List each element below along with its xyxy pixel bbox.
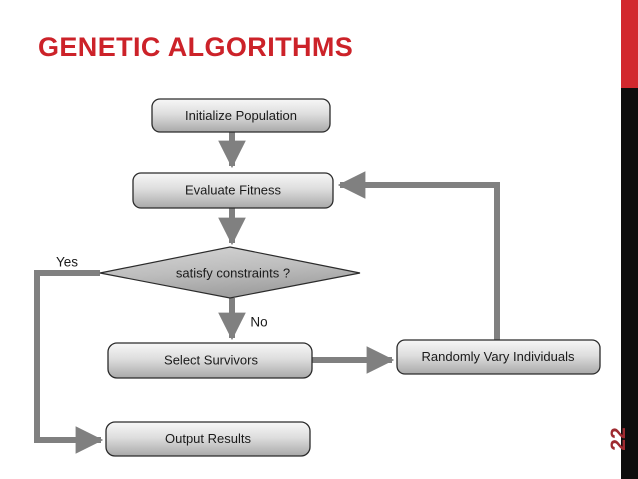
node-randomly-vary-individuals[interactable]: Randomly Vary Individuals (396, 339, 601, 375)
right-edge-black-bar (621, 88, 638, 479)
evaluate-fitness-label: Evaluate Fitness (185, 182, 282, 197)
output-results-box[interactable] (105, 421, 311, 457)
right-edge-red-bar (621, 0, 638, 88)
branch-label-yes: Yes (56, 255, 78, 270)
select-survivors-label: Select Survivors (164, 352, 258, 367)
satisfy-constraints-diamond[interactable] (99, 246, 361, 299)
node-output-results[interactable]: Output Results (105, 421, 311, 457)
initialize-population-label: Initialize Population (185, 108, 297, 123)
branch-label-no: No (250, 315, 267, 330)
randomly-vary-individuals-label: Randomly Vary Individuals (422, 349, 575, 364)
output-results-label: Output Results (165, 431, 251, 446)
node-evaluate-fitness[interactable]: Evaluate Fitness (132, 172, 334, 209)
node-select-survivors[interactable]: Select Survivors (107, 342, 313, 379)
edge-decision-yes (34, 270, 104, 454)
page-title: GENETIC ALGORITHMS (38, 32, 354, 62)
evaluate-fitness-box[interactable] (132, 172, 334, 209)
edge-vary-to-evaluate (337, 171, 500, 340)
node-satisfy-constraints[interactable]: satisfy constraints ? (99, 246, 361, 299)
node-initialize-population[interactable]: Initialize Population (151, 98, 331, 133)
satisfy-constraints-label: satisfy constraints ? (176, 265, 290, 280)
randomly-vary-individuals-box[interactable] (396, 339, 601, 375)
initialize-population-box[interactable] (151, 98, 331, 133)
select-survivors-box[interactable] (107, 342, 313, 379)
